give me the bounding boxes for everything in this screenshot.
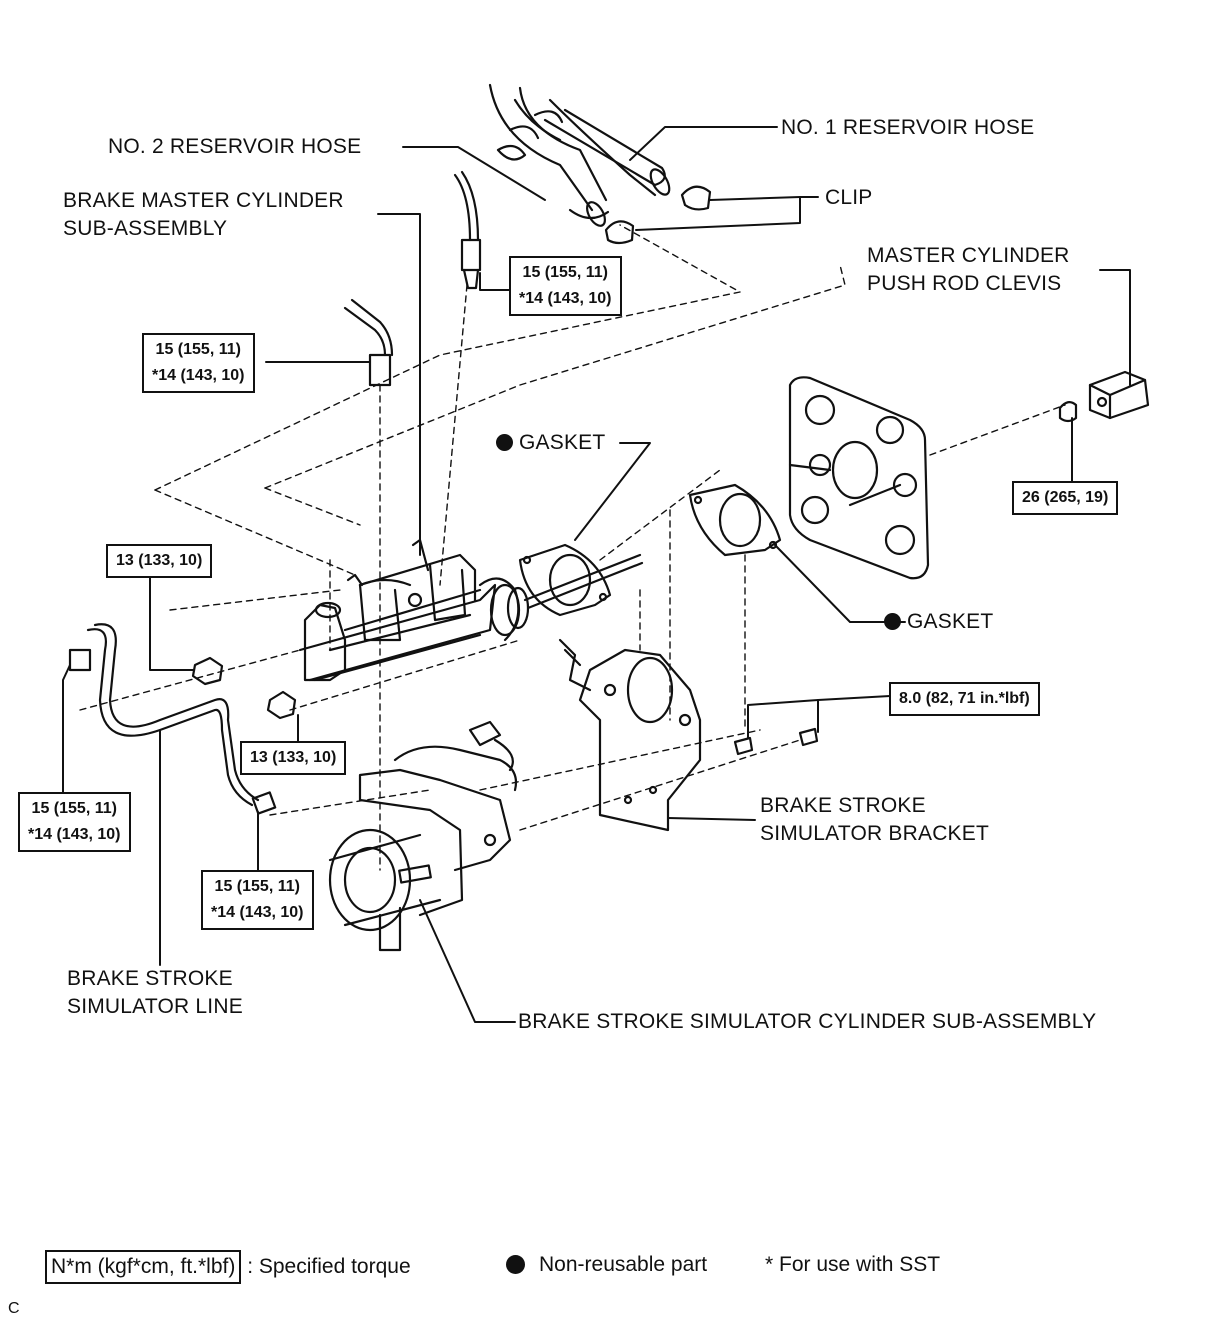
dash-panel-plate [788,376,930,580]
torque-value: 15 (155, 11) [214,878,300,895]
simulator-bracket-label-line1: BRAKE STROKE [760,794,926,817]
torque-value-sst: *14 (143, 10) [211,904,304,921]
legend-non-reusable-text: Non-reusable part [539,1253,708,1276]
torque-box-clevis-nut: 26 (265, 19) [1012,481,1119,515]
corner-code: C [8,1300,20,1317]
master-cylinder-body [298,538,530,682]
no1-reservoir-hose-label: NO. 1 RESERVOIR HOSE [781,116,1035,139]
push-rod-clevis-part [1058,370,1150,423]
reservoir-hoses [488,83,671,227]
torque-value: 13 (133, 10) [116,552,203,569]
simulator-bracket-label-line2: SIMULATOR BRACKET [760,822,989,845]
torque-value-sst: *14 (143, 10) [519,290,612,307]
torque-value-sst: *14 (143, 10) [28,826,121,843]
legend-non-reusable: Non-reusable part [506,1250,707,1280]
torque-value: 15 (155, 11) [31,800,117,817]
simulator-line-label-line2: SIMULATOR LINE [67,995,243,1018]
torque-value: 15 (155, 11) [155,341,241,358]
gasket-lower-label: GASKET [884,608,993,635]
upper-brake-lines [343,170,482,387]
torque-value: 13 (133, 10) [250,749,337,766]
non-reusable-dot-icon [506,1255,525,1274]
torque-box-left-upper: 15 (155, 11) *14 (143, 10) [142,333,255,393]
leader-lines [62,126,1131,1023]
alignment-dashed-lines [79,224,1066,871]
bracket-bolts-part [733,727,819,756]
legend-torque-desc: : Specified torque [247,1255,411,1278]
torque-value: 26 (265, 19) [1022,489,1109,506]
torque-box-center-lower: 15 (155, 11) *14 (143, 10) [201,870,314,930]
union-nuts [191,656,297,720]
clip-parts [604,185,712,245]
torque-box-bracket-bolts: 8.0 (82, 71 in.*lbf) [889,682,1040,716]
legend-torque: N*m (kgf*cm, ft.*lbf) : Specified torque [45,1250,411,1284]
push-rod-clevis-label-line2: PUSH ROD CLEVIS [867,272,1062,295]
simulator-line-label-line1: BRAKE STROKE [67,967,233,990]
simulator-line-part [68,623,277,815]
no2-reservoir-hose-label: NO. 2 RESERVOIR HOSE [108,135,362,158]
push-rod-clevis-label-line1: MASTER CYLINDER [867,244,1070,267]
simulator-cylinder-label: BRAKE STROKE SIMULATOR CYLINDER SUB-ASSE… [518,1010,1097,1033]
torque-box-nut-lower: 13 (133, 10) [240,741,347,775]
clip-label: CLIP [825,186,873,209]
gasket-upper-label: GASKET [496,429,605,456]
legend-sst: * For use with SST [765,1253,941,1276]
torque-value: 8.0 (82, 71 in.*lbf) [899,690,1030,707]
gasket-upper-part [518,543,612,617]
gasket-lower-part [688,483,782,557]
simulator-cylinder-part [328,720,518,952]
torque-value: 15 (155, 11) [522,264,608,281]
simulator-bracket-part [558,638,702,832]
master-cylinder-label-line2: SUB-ASSEMBLY [63,217,228,240]
master-cylinder-label-line1: BRAKE MASTER CYLINDER [63,189,344,212]
torque-box-nut-upper: 13 (133, 10) [106,544,213,578]
push-rod-studs [523,553,644,610]
torque-box-top-line: 15 (155, 11) *14 (143, 10) [509,256,622,316]
torque-value-sst: *14 (143, 10) [152,367,245,384]
torque-box-left-lower: 15 (155, 11) *14 (143, 10) [18,792,131,852]
legend-torque-units: N*m (kgf*cm, ft.*lbf) [45,1250,242,1284]
